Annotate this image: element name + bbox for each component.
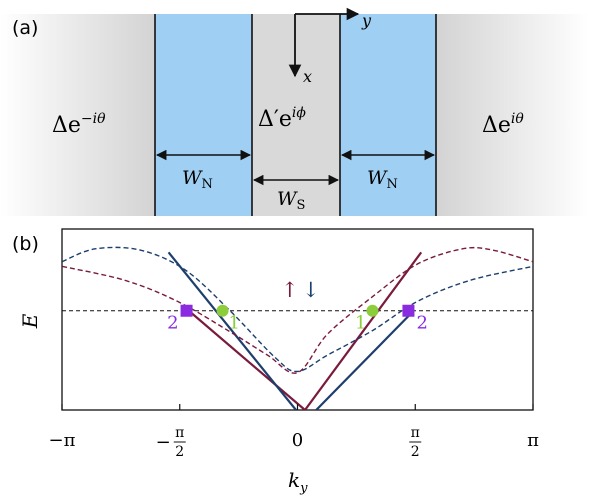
x-tick-label-0: −π bbox=[49, 430, 76, 451]
x-tick-label-3-num: π bbox=[411, 425, 420, 441]
right-width-label: WN bbox=[367, 167, 398, 192]
crossing-marker-circle-1 bbox=[366, 304, 379, 317]
crossing-marker-label-3: 2 bbox=[416, 313, 427, 334]
x-tick-label-3-den: 2 bbox=[411, 444, 420, 460]
crossing-marker-circle-0 bbox=[216, 304, 229, 317]
middle-gap-label: Δ′eiϕ bbox=[258, 105, 306, 132]
solid-spin-down-curve-2 bbox=[167, 251, 297, 410]
dashed-spin-down-curve-5 bbox=[62, 246, 533, 373]
solid-spin-down-curve-3 bbox=[315, 309, 415, 410]
x-axis-title: ky bbox=[288, 468, 308, 496]
left-width-label: WN bbox=[182, 167, 213, 192]
left-normal-strip bbox=[155, 14, 252, 216]
panel-b-label: (b) bbox=[12, 233, 39, 255]
solid-spin-up-curve-1 bbox=[304, 251, 423, 410]
crossing-marker-label-0: 1 bbox=[229, 313, 240, 334]
spin-down-label: ↓ bbox=[302, 278, 320, 302]
x-tick-label-1-den: 2 bbox=[175, 444, 184, 460]
middle-width-label: WS bbox=[277, 188, 305, 213]
crossing-marker-square-2 bbox=[180, 304, 193, 317]
panel-a-label: (a) bbox=[12, 17, 38, 39]
y-axis-label: y bbox=[361, 11, 372, 30]
x-axis-label: x bbox=[303, 67, 312, 86]
plot-area: 1 1 2 2 bbox=[62, 246, 533, 410]
y-axis-title: E bbox=[18, 313, 42, 329]
dashed-spin-up-curve-4 bbox=[62, 246, 533, 374]
panel-a: (a) Δe−iθ Δ′eiϕ Δeiθ y x WN WN WS bbox=[0, 7, 589, 216]
crossing-marker-label-2: 2 bbox=[167, 313, 178, 334]
right-gap-label: Δeiθ bbox=[482, 111, 524, 138]
crossing-marker-square-3 bbox=[402, 304, 415, 317]
left-gap-label: Δe−iθ bbox=[52, 111, 106, 138]
x-tick-label-1-num: π bbox=[175, 425, 184, 441]
crossing-marker-label-1: 1 bbox=[355, 313, 366, 334]
x-tick-label-2: 0 bbox=[292, 430, 303, 451]
solid-spin-up-curve-0 bbox=[188, 309, 306, 410]
curves bbox=[62, 246, 533, 410]
x-tick-label-1: − bbox=[156, 432, 171, 453]
right-superconductor-region bbox=[436, 14, 589, 216]
x-tick-label-4: π bbox=[527, 430, 539, 451]
right-normal-strip bbox=[340, 14, 436, 216]
left-superconductor-region bbox=[0, 14, 155, 216]
spin-up-label: ↑ bbox=[281, 278, 299, 302]
plot-frame bbox=[61, 228, 534, 411]
